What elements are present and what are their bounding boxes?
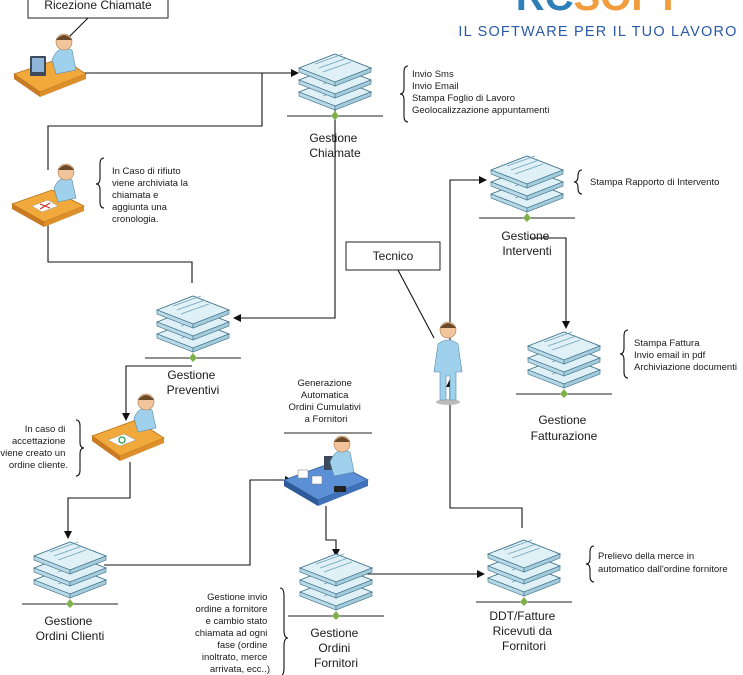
gestione-fatturazione-label: Gestione Fatturazione [531, 413, 598, 443]
connector-chiamate-preventivi [233, 100, 336, 322]
logo-wordmark: RCSOFT [516, 0, 680, 19]
svg-text:Gestione invio ordine: Gestione invio ordine a fornitore e camb… [195, 592, 270, 675]
operator-accettazione-icon [91, 393, 165, 461]
connector-chiamate-rifiuto [47, 73, 263, 170]
connector-interventi-fatturazione [530, 237, 570, 329]
notes: Invio Sms Invio Email Stampa Foglio di L… [0, 65, 737, 675]
node-labels: Gestione Chiamate Gestione Preventivi Ge… [36, 131, 598, 670]
gestione-preventivi-stack [145, 295, 241, 362]
connector-generazione-fornitori [325, 506, 340, 557]
connector-preventivi-rifiuto [44, 204, 193, 283]
operator-generazione-icon [283, 435, 369, 506]
svg-text:In caso di accettazion: In caso di accettazione viene creato un … [0, 424, 68, 471]
ricezione-chiamate-box: Ricezione Chiamate [27, 0, 169, 19]
note-gestione-invio: Gestione invio ordine a fornitore e camb… [195, 587, 289, 675]
ddt-fatture-label: DDT/Fatture Ricevuti da Fornitori [489, 609, 558, 653]
logo-tagline: IL SOFTWARE PER IL TUO LAVORO [458, 24, 737, 40]
gestione-interventi-stack [479, 155, 575, 222]
gestione-interventi-label: Gestione Interventi [501, 229, 552, 258]
tecnico-person-icon [433, 321, 463, 405]
connector-preventivi-accettazione [122, 365, 192, 421]
note-fatturazione: Stampa Fattura Invio email in pdf Archiv… [619, 329, 737, 379]
connector-ddt-tecnico [446, 379, 523, 528]
gestione-ordini-fornitori-label: Gestione Ordini Fornitori [310, 626, 361, 670]
note-rifiuto: In Caso di rifiuto viene archiviata la c… [95, 157, 191, 225]
gestione-fatturazione-stack [516, 331, 612, 398]
tecnico-callout-line [397, 269, 435, 339]
ricezione-chiamate-label: Ricezione Chiamate [44, 0, 152, 12]
connector-accettazione-ordini [64, 462, 131, 539]
connector-ordini-generazione [104, 476, 293, 566]
connectors [44, 69, 570, 578]
svg-text:Stampa Rapporto di Intervento: Stampa Rapporto di Intervento [590, 177, 719, 188]
svg-text:Stampa Fattura Invio e: Stampa Fattura Invio email in pdf Archiv… [634, 338, 737, 373]
note-prelievo: Prelievo della merce in automatico dall'… [585, 545, 728, 583]
operator-ricezione-icon [13, 33, 87, 97]
tecnico-label: Tecnico [373, 249, 414, 263]
connector-tecnico-interventi [449, 176, 487, 340]
ddt-fatture-stack [476, 539, 572, 606]
svg-text:Invio Sms Invio Email: Invio Sms Invio Email Stampa Foglio di L… [412, 69, 549, 116]
svg-text:In Caso di rifiuto vie: In Caso di rifiuto viene archiviata la c… [112, 166, 191, 225]
rcsoft-logo: RCSOFT IL SOFTWARE PER IL TUO LAVORO [458, 0, 737, 40]
gestione-ordini-clienti-label: Gestione Ordini Clienti [36, 614, 105, 643]
generazione-label: Generazione Automatica Ordini Cumulativi… [289, 378, 364, 425]
document-stacks [22, 53, 612, 620]
note-chiamate: Invio Sms Invio Email Stampa Foglio di L… [399, 65, 549, 123]
gestione-preventivi-label: Gestione Preventivi [167, 368, 220, 397]
note-interventi: Stampa Rapporto di Intervento [573, 169, 719, 195]
gestione-ordini-fornitori-stack [288, 553, 384, 620]
gestione-ordini-clienti-stack [22, 541, 118, 608]
operator-rifiuto-icon [11, 163, 85, 227]
gestione-chiamate-stack [287, 53, 383, 120]
gestione-chiamate-label: Gestione Chiamate [309, 131, 361, 160]
tecnico-box: Tecnico [345, 241, 441, 271]
note-accettazione: In caso di accettazione viene creato un … [0, 419, 85, 477]
svg-text:Prelievo della merce in: Prelievo della merce in automatico dall'… [598, 551, 728, 575]
